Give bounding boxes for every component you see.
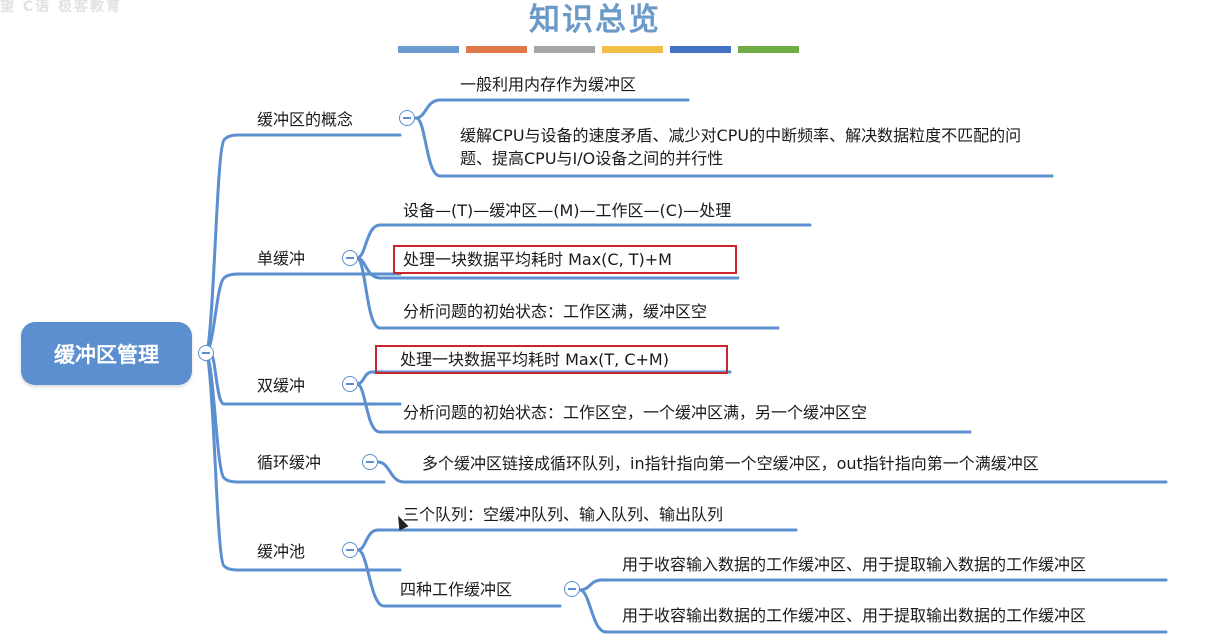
branch-circular-buffer[interactable]: 循环缓冲 (257, 453, 322, 472)
connector-pool-1 (356, 528, 798, 552)
connector-sub-1 (578, 578, 1168, 592)
highlight-box-single (393, 245, 737, 274)
single-item-initial-state: 分析问题的初始状态：工作区满，缓冲区空 (403, 302, 708, 321)
collapse-double-toggle[interactable] (342, 376, 358, 392)
connector-root-concept (203, 133, 402, 355)
single-item-flow: 设备—(T)—缓冲区—(M)—工作区—(C)—处理 (403, 201, 732, 220)
connector-root-pool (203, 351, 402, 572)
connector-concept-1 (414, 98, 690, 120)
color-bar-segment (602, 46, 663, 53)
work-buffer-output-item: 用于收容输出数据的工作缓冲区、用于提取输出数据的工作缓冲区 (622, 606, 1087, 625)
collapse-pool-toggle[interactable] (342, 542, 358, 558)
connector-circular-1 (376, 460, 1168, 484)
connector-concept-2 (414, 116, 1054, 178)
pool-item-three-queues: 三个队列：空缓冲队列、输入队列、输出队列 (403, 505, 724, 524)
color-bar-segment (534, 46, 595, 53)
color-bar-segment (738, 46, 799, 53)
root-node-buffer-management[interactable]: 缓冲区管理 (21, 322, 192, 385)
double-item-avg-time: 处理一块数据平均耗时 Max(T, C+M) (400, 350, 669, 369)
collapse-root-toggle[interactable] (198, 345, 214, 361)
watermark-text: 望 C语 极客教育 (0, 0, 123, 15)
branch-double-buffer[interactable]: 双缓冲 (257, 376, 306, 395)
color-bar-segment (670, 46, 731, 53)
highlight-box-double (375, 345, 728, 374)
connector-single-3 (355, 256, 780, 330)
collapse-single-toggle[interactable] (342, 250, 358, 266)
connector-sub-2 (578, 588, 1168, 634)
branch-buffer-pool[interactable]: 缓冲池 (257, 542, 306, 561)
collapse-concept-toggle[interactable] (399, 110, 415, 126)
concept-item-purpose: 缓解CPU与设备的速度矛盾、减少对CPU的中断频率、解决数据粒度不匹配的问题、提… (460, 126, 1022, 168)
pool-sub-four-work-buffers[interactable]: 四种工作缓冲区 (400, 580, 513, 599)
connector-root-single (203, 272, 402, 355)
color-bar-segment (466, 46, 527, 53)
collapse-four-buffers-toggle[interactable] (564, 581, 580, 597)
single-item-avg-time: 处理一块数据平均耗时 Max(C, T)+M (403, 250, 672, 269)
double-item-initial-state: 分析问题的初始状态：工作区空，一个缓冲区满，另一个缓冲区空 (403, 403, 868, 422)
connector-double-2 (355, 382, 972, 434)
collapse-circular-toggle[interactable] (362, 454, 378, 470)
work-buffer-input-item: 用于收容输入数据的工作缓冲区、用于提取输入数据的工作缓冲区 (622, 555, 1087, 574)
circular-item-description: 多个缓冲区链接成循环队列，in指针指向第一个空缓冲区，out指针指向第一个满缓冲… (422, 454, 1039, 473)
branch-single-buffer[interactable]: 单缓冲 (257, 249, 306, 268)
color-bar-segment (398, 46, 459, 53)
branch-buffer-concept[interactable]: 缓冲区的概念 (257, 110, 354, 129)
connector-single-1 (355, 223, 812, 260)
concept-item-memory-as-buffer: 一般利用内存作为缓冲区 (460, 75, 637, 94)
page-title: 知识总览 (529, 2, 661, 38)
connector-pool-2 (356, 548, 562, 608)
